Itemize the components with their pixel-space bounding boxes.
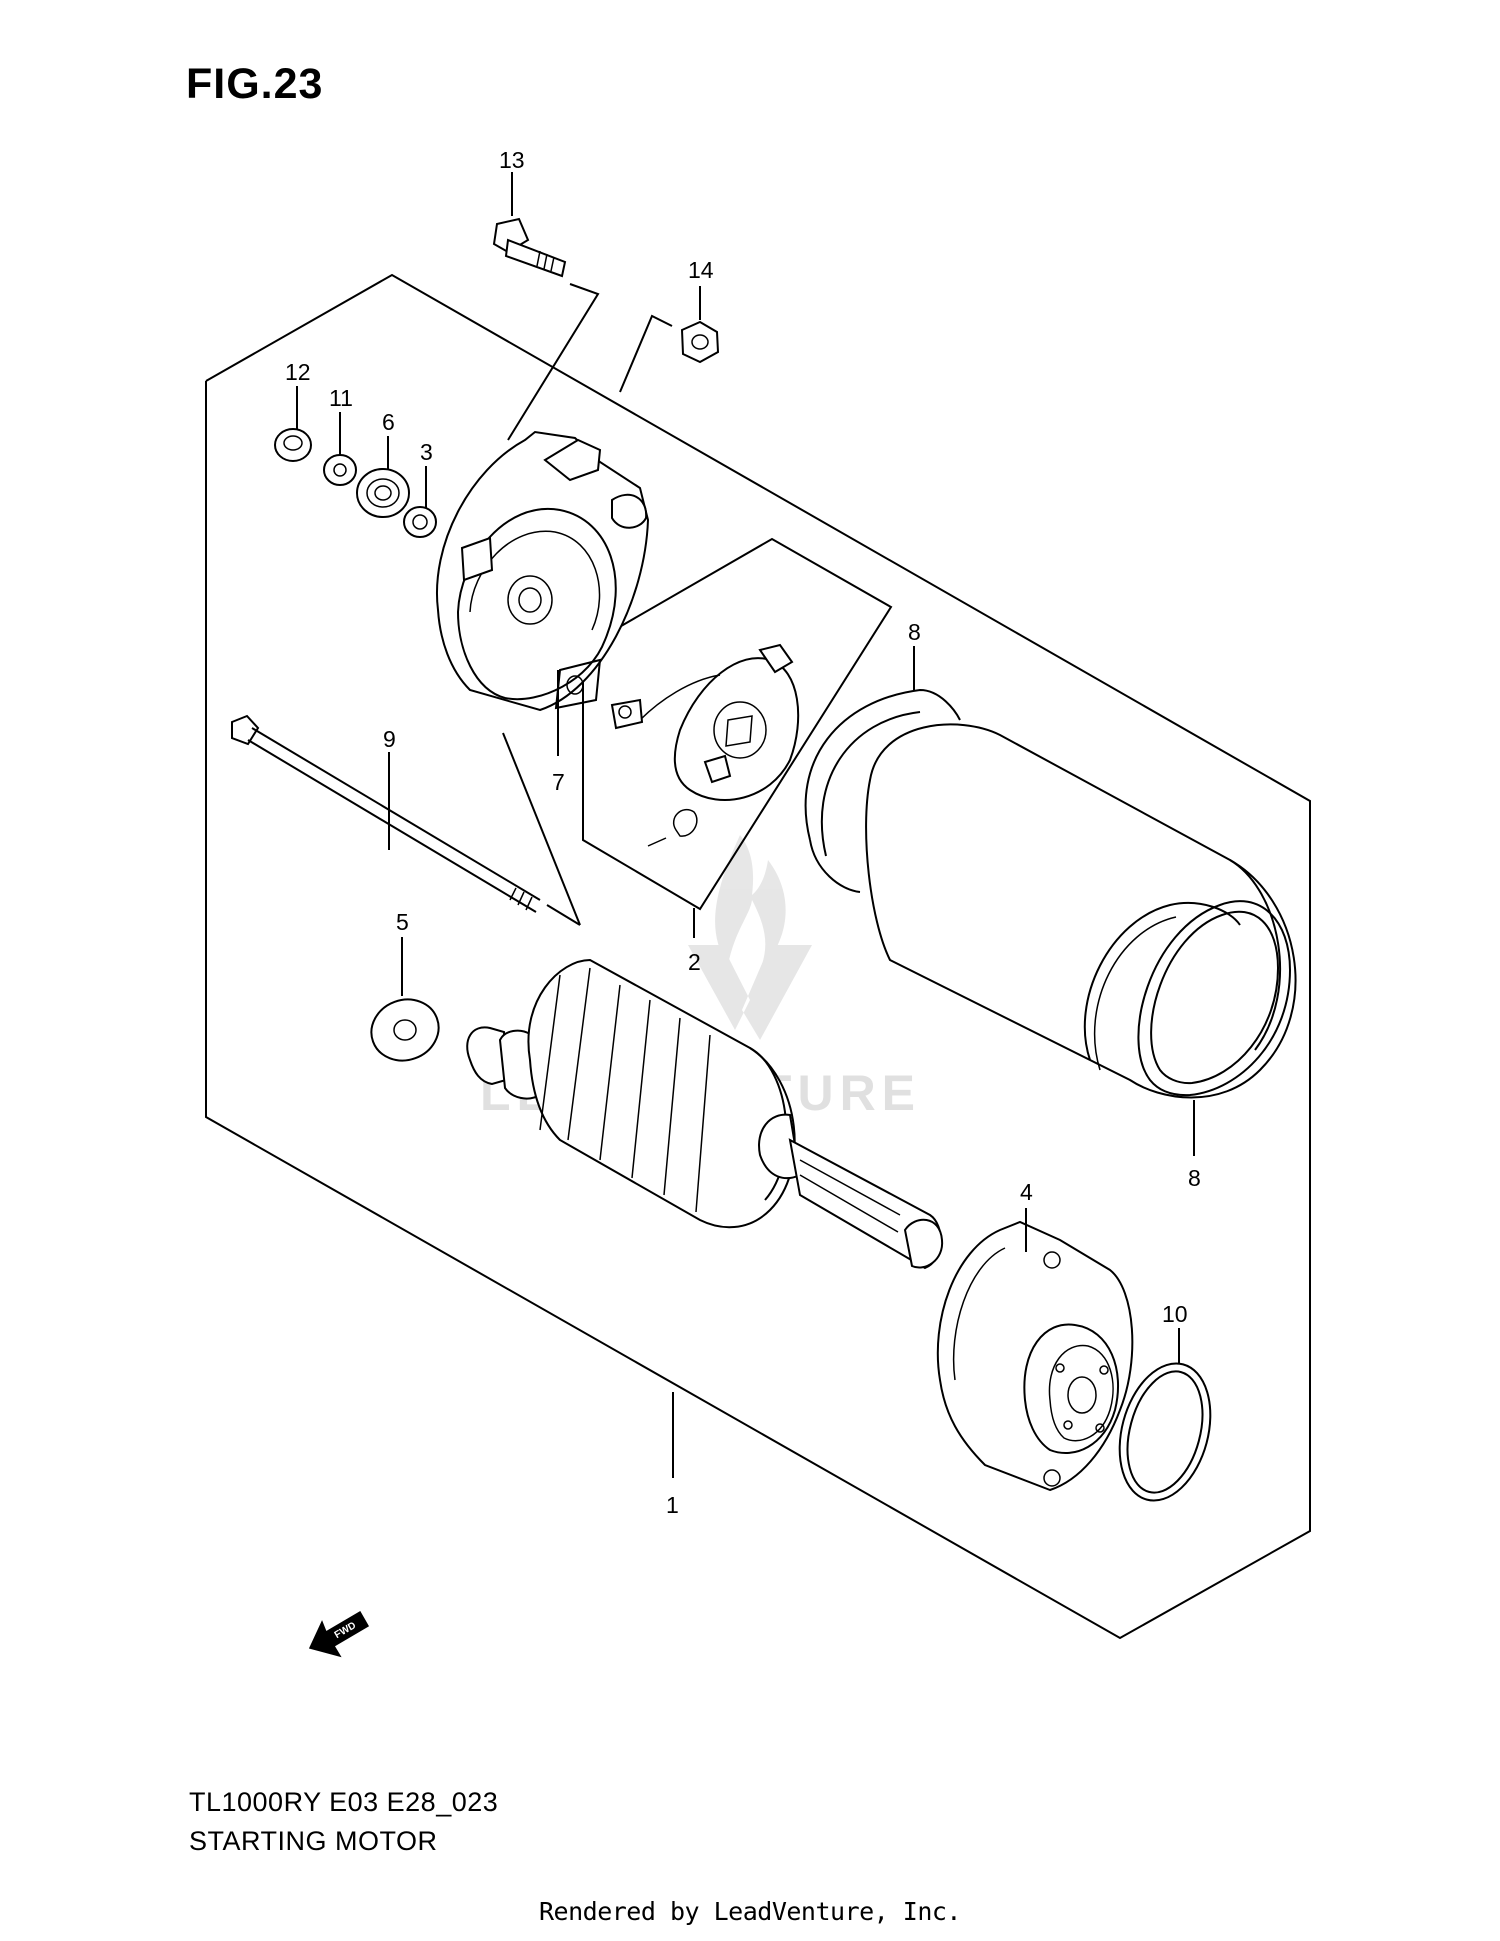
callout-12: 12 [285,359,311,385]
brush-holder-2 [610,643,800,847]
brush-holder-box [582,537,893,911]
callout-6: 6 [382,409,395,435]
diagram-name: STARTING MOTOR [189,1826,438,1856]
callout-9: 9 [383,726,396,752]
o-ring-10 [1118,1362,1212,1502]
o-ring-8-bottom [1137,900,1292,1097]
callout-14: 14 [688,257,714,283]
callout-2: 2 [688,949,701,975]
model-code: TL1000RY E03 E28_023 [189,1787,499,1817]
figure-title: FIG.23 [186,60,324,108]
nut-14 [619,314,720,393]
washer-11 [323,454,357,486]
callout-1: 1 [666,1492,679,1518]
seal-3 [403,506,437,538]
nut-12 [274,428,312,462]
callout-leaders [296,172,1195,1478]
armature-1 [466,958,944,1270]
callout-5: 5 [396,909,409,935]
yoke [865,723,1297,1099]
callout-7: 7 [552,769,565,795]
callout-4: 4 [1020,1179,1033,1205]
end-housing [436,430,650,712]
through-bolt-9 [231,714,541,913]
washer-5 [370,998,440,1062]
bearing-6 [356,468,410,518]
callout-10: 10 [1162,1301,1188,1327]
fwd-arrow-icon: FWD [308,1610,370,1658]
callout-11: 11 [329,385,353,411]
callout-8-bottom: 8 [1188,1165,1201,1191]
front-housing-4 [936,1220,1134,1492]
callout-13: 13 [499,147,525,173]
assembly-outline [205,273,1311,1640]
callout-3: 3 [420,439,433,465]
callout-8-top: 8 [908,619,921,645]
o-ring-8-top [804,688,961,893]
bolt-13 [492,217,600,441]
rendered-by-credit: Rendered by LeadVenture, Inc. [539,1897,962,1926]
